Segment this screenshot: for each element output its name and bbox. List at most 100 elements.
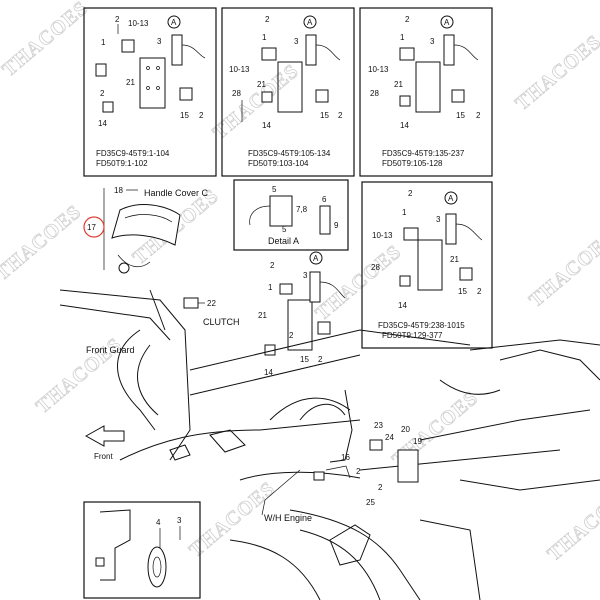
callout-28: 28 <box>232 89 241 98</box>
callout-15: 15 <box>180 111 189 120</box>
callout-9: 9 <box>334 221 339 230</box>
callout-2: 2 <box>378 483 383 492</box>
circle-a-label: A <box>307 18 313 27</box>
callout-14: 14 <box>98 119 107 128</box>
callout-6: 6 <box>322 195 327 204</box>
callout-15: 15 <box>458 287 467 296</box>
callout-7-8: 7,8 <box>296 205 308 214</box>
callout-2: 2 <box>115 15 120 24</box>
callout-10-13: 10-13 <box>128 19 149 28</box>
callout-3: 3 <box>436 215 441 224</box>
callout-1: 1 <box>268 283 273 292</box>
callout-2: 2 <box>265 15 270 24</box>
callout-20: 20 <box>401 425 410 434</box>
circle-a-label: A <box>171 18 177 27</box>
watermark: THACOES <box>543 481 600 565</box>
callout-2: 2 <box>405 15 410 24</box>
callout-1: 1 <box>400 33 405 42</box>
watermark: THACOES <box>511 31 600 115</box>
front-label: Front <box>94 452 113 461</box>
callout-24: 24 <box>385 433 394 442</box>
callout-15: 15 <box>320 111 329 120</box>
callout-21: 21 <box>257 80 266 89</box>
callout-17: 17 <box>87 223 96 232</box>
callout-1: 1 <box>402 208 407 217</box>
callout-18: 18 <box>114 186 123 195</box>
handle-cover-assembly: 18 Handle Cover C 17 <box>83 186 209 274</box>
callout-16: 16 <box>341 453 350 462</box>
panel-serial-range: FD35C9-45T9:135-237 <box>382 149 465 158</box>
callout-28: 28 <box>371 263 380 272</box>
panel-2: 2 A 3 1 10-13 21 28 14 15 2 FD35C9-45T9:… <box>221 7 355 177</box>
callout-1: 1 <box>101 38 106 47</box>
callout-3: 3 <box>157 37 162 46</box>
panel-serial-range: FD35C9-45T9:1-104 <box>96 149 170 158</box>
callout-10-13: 10-13 <box>229 65 250 74</box>
callout-22: 22 <box>207 299 216 308</box>
panel-1: 2 10-13 A 1 3 21 2 14 15 2 FD35C9-45T9:1… <box>83 7 217 177</box>
callout-14: 14 <box>398 301 407 310</box>
panel-serial-range: FD50T9:103-104 <box>248 159 309 168</box>
circle-a-label: A <box>313 254 319 263</box>
callout-3: 3 <box>177 516 182 525</box>
callout-2: 2 <box>289 331 294 340</box>
callout-21: 21 <box>126 78 135 87</box>
highlight-circle <box>83 216 105 238</box>
panel-serial-range: FD50T9:105-128 <box>382 159 443 168</box>
callout-3: 3 <box>294 37 299 46</box>
callout-23: 23 <box>374 421 383 430</box>
callout-2: 2 <box>270 261 275 270</box>
panel-4: 2 A 1 3 10-13 21 28 14 15 2 FD35C9-45T9:… <box>361 181 493 349</box>
callout-2: 2 <box>356 467 361 476</box>
callout-2: 2 <box>477 287 482 296</box>
watermark: THACOES <box>0 0 93 81</box>
horn-detail: 4 3 <box>83 501 201 599</box>
detail-a: 5 6 7,8 9 5 Detail A <box>233 179 349 251</box>
panel-serial-range: FD35C9-45T9:238-1015 <box>378 321 465 330</box>
callout-5: 5 <box>272 185 277 194</box>
callout-1: 1 <box>262 33 267 42</box>
harness-callouts: 16 23 24 20 19 2 2 25 W/H Engine <box>261 421 422 523</box>
callout-3: 3 <box>303 271 308 280</box>
callout-15: 15 <box>300 355 309 364</box>
center-control-assembly: 2 A 3 1 21 2 14 15 2 <box>258 251 346 377</box>
watermarks: THACOES THACOES THACOES THACOES THACOES … <box>0 0 600 566</box>
callout-2: 2 <box>476 111 481 120</box>
callout-14: 14 <box>262 121 271 130</box>
panel-3: 2 A 3 1 10-13 21 28 14 15 2 FD35C9-45T9:… <box>359 7 493 177</box>
panel-serial-range: FD35C9-45T9:105-134 <box>248 149 331 158</box>
handle-cover-label: Handle Cover C <box>144 188 209 198</box>
callout-2: 2 <box>408 189 413 198</box>
callout-14: 14 <box>400 121 409 130</box>
circle-a-label: A <box>448 194 454 203</box>
callout-25: 25 <box>366 498 375 507</box>
callout-21: 21 <box>394 80 403 89</box>
watermark: THACOES <box>0 201 86 285</box>
callout-2: 2 <box>100 89 105 98</box>
callout-5: 5 <box>282 225 287 234</box>
chassis-body: Front Guard <box>59 289 600 600</box>
callout-2: 2 <box>338 111 343 120</box>
clutch-label: CLUTCH <box>203 317 240 327</box>
watermark: THACOES <box>525 227 600 311</box>
front-guard-label: Front Guard <box>86 345 135 355</box>
callout-15: 15 <box>456 111 465 120</box>
circle-a-label: A <box>444 18 450 27</box>
panel-serial-range: FD50T9:129-377 <box>382 331 443 340</box>
callout-19: 19 <box>413 437 422 446</box>
callout-3: 3 <box>430 37 435 46</box>
callout-10-13: 10-13 <box>368 65 389 74</box>
callout-2: 2 <box>318 355 323 364</box>
wh-engine-label: W/H Engine <box>264 513 312 523</box>
callout-21: 21 <box>258 311 267 320</box>
clutch-callout: 22 CLUTCH <box>183 297 240 327</box>
front-arrow: Front <box>84 425 125 461</box>
callout-21: 21 <box>450 255 459 264</box>
callout-28: 28 <box>370 89 379 98</box>
panel-serial-range: FD50T9:1-102 <box>96 159 148 168</box>
callout-4: 4 <box>156 518 161 527</box>
callout-10-13: 10-13 <box>372 231 393 240</box>
callout-2: 2 <box>199 111 204 120</box>
